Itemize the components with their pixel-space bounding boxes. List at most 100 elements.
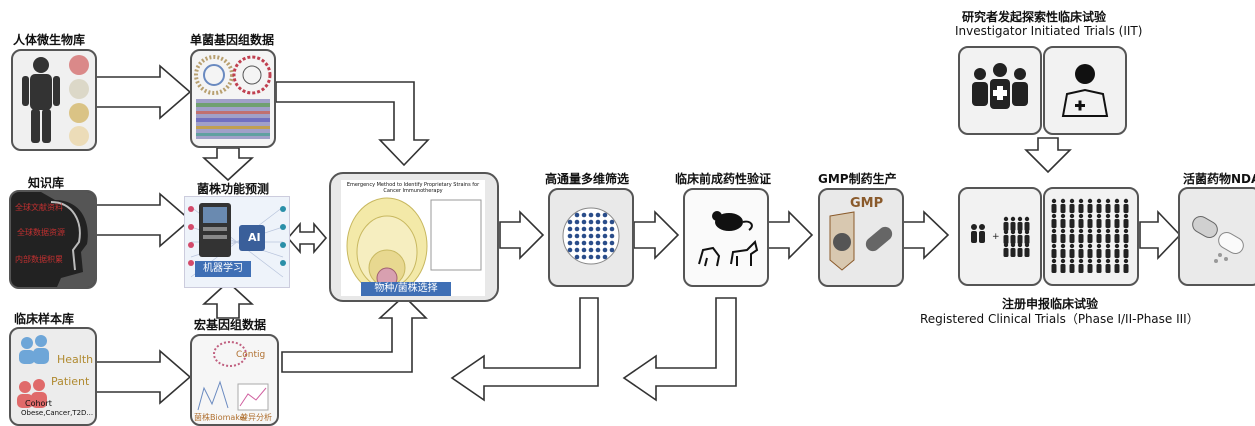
person-head [1003, 229, 1009, 235]
animals-icon [698, 211, 759, 267]
well-dot [588, 212, 594, 218]
person-head [1078, 198, 1084, 204]
cohort-label: Cohort [25, 399, 52, 408]
person-head [1087, 228, 1093, 234]
arrow-right [95, 349, 192, 405]
person-body [1114, 219, 1120, 228]
well-dot [574, 212, 580, 218]
person-head [1010, 242, 1016, 248]
well-dot [588, 254, 594, 260]
arrow-right [1139, 210, 1182, 260]
person-head [1069, 198, 1075, 204]
person-body [1060, 234, 1066, 243]
well-dot [595, 247, 601, 253]
person-body [1123, 264, 1129, 273]
person-body [1105, 204, 1111, 213]
person-head [1017, 216, 1023, 222]
person-head [1024, 229, 1030, 235]
well-dot [595, 240, 601, 246]
person-body [1096, 234, 1102, 243]
trial-large-panel [1043, 187, 1139, 286]
person-head [1060, 258, 1066, 264]
person-head [1114, 213, 1120, 219]
person-body [1096, 264, 1102, 273]
person-head [1078, 258, 1084, 264]
well-dot [609, 219, 615, 225]
iit-label-cn: 研究者发起探索性临床试验 [962, 10, 1107, 24]
iit-label-en: Investigator Initiated Trials (IIT) [955, 24, 1143, 38]
person-head [1069, 213, 1075, 219]
nda-panel [1178, 187, 1255, 286]
person-body [1069, 249, 1075, 258]
kb-item-1: 全球文献资料 [15, 203, 63, 212]
metagenome-panel: Contig 菌株Biomaker 差异分析 [190, 334, 279, 426]
person-body [1017, 222, 1023, 231]
well-dot [588, 240, 594, 246]
person-body [1105, 249, 1111, 258]
person-body [1017, 235, 1023, 244]
cohort-list: Obese,Cancer,T2D... [21, 409, 94, 417]
person-body [1010, 222, 1016, 231]
person-body [1069, 204, 1075, 213]
person-body [1069, 234, 1075, 243]
person-head [1123, 198, 1129, 204]
person-head [1105, 258, 1111, 264]
well-dot [595, 212, 601, 218]
person-body [1078, 249, 1084, 258]
person-body [1060, 219, 1066, 228]
well-dot [595, 219, 601, 225]
arrow-right [902, 210, 950, 260]
person-head [1017, 242, 1023, 248]
well-dot [581, 240, 587, 246]
well-dot [581, 219, 587, 225]
person-head [1003, 242, 1009, 248]
genome-circos-icon [194, 55, 272, 139]
person-head [1096, 228, 1102, 234]
registered-label-cn: 注册申报临床试验 [1002, 297, 1099, 311]
well-dot [602, 233, 608, 239]
person-body [1123, 204, 1129, 213]
knowledge-label: 知识库 [28, 176, 65, 190]
person-head [1105, 213, 1111, 219]
arrow-down [1024, 137, 1072, 174]
well-dot [609, 226, 615, 232]
person-head [1105, 228, 1111, 234]
people-icon [17, 335, 49, 408]
single-genome-panel [190, 49, 276, 148]
person-head [1096, 213, 1102, 219]
single-genome-label: 单菌基因组数据 [190, 33, 275, 47]
person-body [1003, 235, 1009, 244]
person-head [1060, 198, 1066, 204]
person-head [1003, 216, 1009, 222]
person-body [1123, 234, 1129, 243]
person-head [1024, 242, 1030, 248]
person-body [1114, 264, 1120, 273]
person-body [1078, 219, 1084, 228]
person-body [1051, 264, 1057, 273]
person-body [1060, 249, 1066, 258]
person-body [1003, 222, 1009, 231]
doctors-group-icon [972, 63, 1028, 109]
contig-label: Contig [236, 350, 266, 360]
svg-text:+: + [992, 232, 1000, 242]
person-head [1105, 198, 1111, 204]
person-body [1087, 234, 1093, 243]
nda-label: 活菌药物NDA [1183, 172, 1255, 186]
well-dot [588, 219, 594, 225]
well-dot [567, 247, 573, 253]
preclinical-panel [683, 188, 769, 287]
arrow-right [633, 210, 680, 260]
person-body [1096, 249, 1102, 258]
person-body [1060, 264, 1066, 273]
person-head [1051, 213, 1057, 219]
well-dot [574, 219, 580, 225]
person-head [1105, 243, 1111, 249]
person-body [1024, 248, 1030, 257]
gmp-panel: GMP [818, 188, 904, 287]
well-dot [602, 212, 608, 218]
person-head [1087, 213, 1093, 219]
well-dot [595, 226, 601, 232]
strain-predict-label: 菌株功能预测 [197, 182, 270, 196]
well-dot [602, 219, 608, 225]
